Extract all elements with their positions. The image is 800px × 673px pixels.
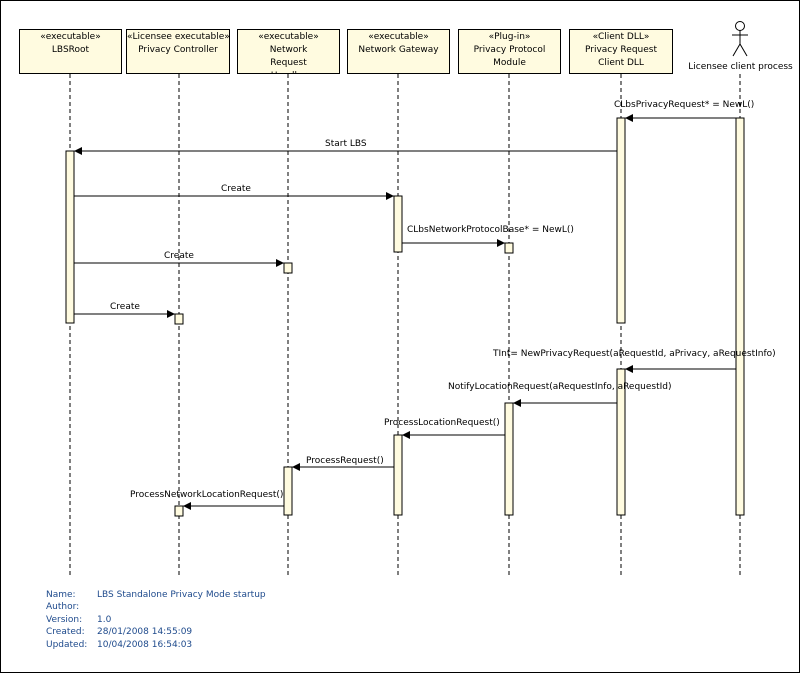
lifeline-stereotype: «executable»: [40, 32, 101, 42]
info-label: Updated:: [46, 639, 88, 650]
activation-gateway-2: [393, 434, 403, 516]
lifeline-stereotype: «executable»: [368, 32, 429, 42]
message-label-3: Create: [221, 184, 251, 194]
message-label-4: CLbsNetworkProtocolBase* = NewL(): [407, 225, 574, 235]
lifeline-box-privacy-request-client-dll: «Client DLL» Privacy Request Client DLL: [569, 29, 673, 74]
info-label: Created:: [46, 627, 85, 638]
message-label-6: Create: [110, 302, 140, 312]
info-value: LBS Standalone Privacy Mode startup: [97, 590, 266, 600]
lifeline-box-network-gateway: «executable» Network Gateway: [347, 29, 450, 74]
activation-handler-create: [283, 262, 293, 274]
actor-label: Licensee client process: [688, 62, 793, 72]
lifeline-stereotype: «Licensee executable»: [127, 32, 230, 42]
message-label-5: Create: [164, 251, 194, 261]
lifeline-name: Network Request Handler: [269, 45, 308, 73]
activation-protocol-create: [504, 242, 514, 254]
lifeline-box-privacy-protocol-module: «Plug-in» Privacy Protocol Module: [458, 29, 561, 74]
lifeline-stereotype: «Plug-in»: [488, 32, 531, 42]
lifeline-name: LBSRoot: [51, 45, 90, 55]
info-label: Author:: [46, 602, 80, 613]
lifeline-box-privacy-controller: «Licensee executable» Privacy Controller: [126, 29, 230, 74]
info-label: Version:: [46, 614, 83, 625]
activation-controller-create: [174, 313, 184, 325]
activation-protocol-2: [504, 402, 514, 516]
message-label-1: CLbsPrivacyRequest* = NewL(): [614, 100, 754, 110]
message-label-8: NotifyLocationRequest(aRequestInfo, aReq…: [448, 382, 672, 392]
lifeline-name: Privacy Request Client DLL: [584, 45, 657, 68]
lifeline-name: Network Gateway: [358, 45, 439, 55]
lifeline-stereotype: «executable»: [258, 32, 319, 42]
info-value: 28/01/2008 14:55:09: [97, 627, 193, 638]
activation-dll-2: [616, 368, 626, 516]
activation-controller-2: [174, 505, 184, 517]
message-label-10: ProcessRequest(): [306, 456, 384, 466]
activation-dll-1: [616, 117, 626, 324]
activation-client-1: [735, 117, 745, 516]
lifeline-name: Privacy Controller: [138, 45, 218, 55]
message-label-9: ProcessLocationRequest(): [384, 418, 500, 428]
lifeline-box-lbsroot: «executable» LBSRoot: [19, 29, 122, 74]
activation-lbsroot: [65, 150, 75, 324]
info-value: 10/04/2008 16:54:03: [97, 639, 193, 650]
info-label: Name:: [46, 590, 76, 600]
info-value: 1.0: [97, 614, 112, 625]
activation-handler-2: [283, 466, 293, 516]
message-label-11: ProcessNetworkLocationRequest(): [130, 490, 283, 500]
lifeline-name: Privacy Protocol Module: [473, 45, 546, 68]
lifeline-box-network-request-handler: «executable» Network Request Handler: [237, 29, 340, 74]
lifeline-stereotype: «Client DLL»: [592, 32, 650, 42]
activation-gateway-1: [393, 195, 403, 253]
actor-icon: [732, 21, 748, 57]
message-label-7: TInt= NewPrivacyRequest(aRequestId, aPri…: [492, 349, 776, 359]
message-label-2: Start LBS: [325, 139, 367, 149]
